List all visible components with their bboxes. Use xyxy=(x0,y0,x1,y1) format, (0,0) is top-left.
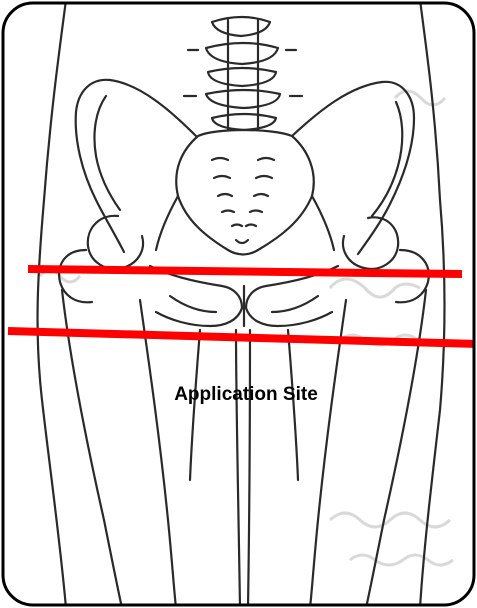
upper-boundary-line xyxy=(28,269,462,274)
application-site-label: Application Site xyxy=(174,384,318,405)
